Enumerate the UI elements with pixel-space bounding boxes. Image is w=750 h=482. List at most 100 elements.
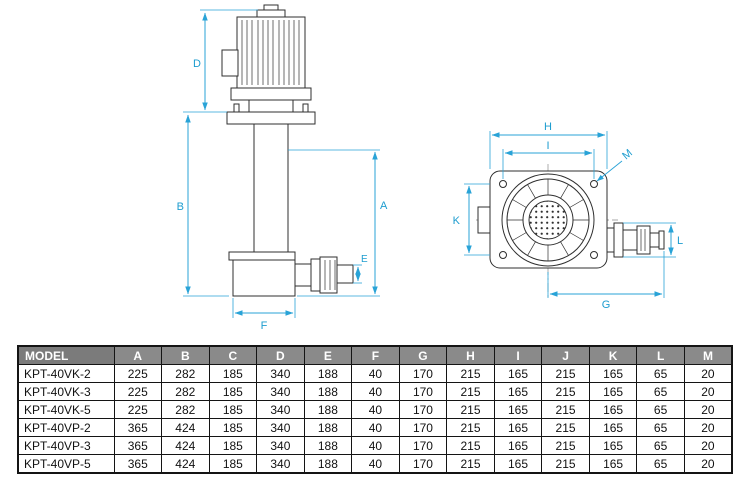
value-cell: 188 <box>303 436 353 455</box>
value-cell: 188 <box>303 454 353 474</box>
value-cell: 185 <box>208 454 258 474</box>
pump-column <box>253 123 289 253</box>
value-cell: 365 <box>113 418 163 437</box>
outlet-flange-top <box>613 222 624 258</box>
value-cell: 215 <box>541 382 590 401</box>
header-dim-K: K <box>588 345 638 365</box>
dim-label-E: E <box>361 254 368 265</box>
value-cell: 215 <box>446 436 495 455</box>
header-dim-H: H <box>446 345 495 365</box>
adapter <box>248 99 294 113</box>
value-cell: 165 <box>588 436 638 455</box>
value-cell: 225 <box>113 364 163 383</box>
value-cell: 340 <box>256 436 305 455</box>
value-cell: 215 <box>446 382 495 401</box>
value-cell: 215 <box>541 418 590 437</box>
stud-bolt <box>302 103 309 113</box>
dim-label-B: B <box>177 201 184 213</box>
header-dim-A: A <box>113 345 163 365</box>
value-cell: 165 <box>588 418 638 437</box>
value-cell: 424 <box>161 436 210 455</box>
header-dim-J: J <box>541 345 590 365</box>
value-cell: 40 <box>351 436 400 455</box>
value-cell: 20 <box>683 418 733 437</box>
motor-flange <box>230 87 312 101</box>
pump-side-view <box>221 4 354 297</box>
fan-mesh <box>528 200 568 240</box>
value-cell: 20 <box>683 436 733 455</box>
value-cell: 165 <box>588 400 638 419</box>
value-cell: 20 <box>683 382 733 401</box>
value-cell: 165 <box>588 364 638 383</box>
outlet-cap-top <box>658 230 665 250</box>
value-cell: 165 <box>493 382 543 401</box>
value-cell: 185 <box>208 418 258 437</box>
side-view-dimensions: D B A E F <box>177 9 388 332</box>
header-dim-L: L <box>636 345 685 365</box>
terminal-box <box>221 49 239 77</box>
outlet-body-top <box>622 229 638 251</box>
outlet-coupling-top <box>636 225 651 255</box>
value-cell: 170 <box>398 436 448 455</box>
technical-drawing: D B A E F <box>177 4 683 332</box>
value-cell: 40 <box>351 400 400 419</box>
value-cell: 188 <box>303 364 353 383</box>
value-cell: 165 <box>493 454 543 474</box>
value-cell: 65 <box>636 382 685 401</box>
value-cell: 65 <box>636 400 685 419</box>
header-dim-C: C <box>208 345 258 365</box>
motor-fins <box>241 20 300 85</box>
value-cell: 225 <box>113 382 163 401</box>
header-dim-G: G <box>398 345 448 365</box>
value-cell: 365 <box>113 454 163 474</box>
bolt-hole <box>590 180 598 188</box>
header-dim-E: E <box>303 345 353 365</box>
header-dim-F: F <box>351 345 400 365</box>
value-cell: 65 <box>636 436 685 455</box>
value-cell: 215 <box>541 364 590 383</box>
fan-guard-spokes <box>507 179 589 261</box>
value-cell: 215 <box>541 400 590 419</box>
value-cell: 165 <box>588 454 638 474</box>
header-dim-I: I <box>493 345 543 365</box>
value-cell: 215 <box>541 436 590 455</box>
motor-cap <box>256 9 286 18</box>
value-cell: 65 <box>636 364 685 383</box>
value-cell: 20 <box>683 400 733 419</box>
value-cell: 40 <box>351 364 400 383</box>
value-cell: 340 <box>256 400 305 419</box>
header-dim-M: M <box>683 345 733 365</box>
outlet-coupling <box>319 256 338 294</box>
value-cell: 340 <box>256 454 305 474</box>
value-cell: 185 <box>208 436 258 455</box>
outlet-stub-top <box>649 232 660 248</box>
value-cell: 215 <box>446 364 495 383</box>
model-cell: KPT-40VK-3 <box>17 382 115 401</box>
value-cell: 424 <box>161 454 210 474</box>
dim-label-I: I <box>546 140 549 152</box>
value-cell: 170 <box>398 418 448 437</box>
header-model: MODEL <box>17 345 115 365</box>
value-cell: 20 <box>683 454 733 474</box>
model-cell: KPT-40VP-5 <box>17 454 115 474</box>
value-cell: 185 <box>208 400 258 419</box>
value-cell: 282 <box>161 364 210 383</box>
value-cell: 165 <box>493 364 543 383</box>
dim-label-A: A <box>380 200 388 212</box>
value-cell: 65 <box>636 454 685 474</box>
value-cell: 282 <box>161 382 210 401</box>
dim-label-G: G <box>602 299 611 311</box>
stud-bolt <box>233 103 240 113</box>
pump-top-view <box>476 164 665 300</box>
header-dim-B: B <box>161 345 210 365</box>
value-cell: 165 <box>493 418 543 437</box>
value-cell: 424 <box>161 418 210 437</box>
value-cell: 185 <box>208 364 258 383</box>
bolt-hole <box>499 180 507 188</box>
value-cell: 170 <box>398 400 448 419</box>
value-cell: 40 <box>351 454 400 474</box>
